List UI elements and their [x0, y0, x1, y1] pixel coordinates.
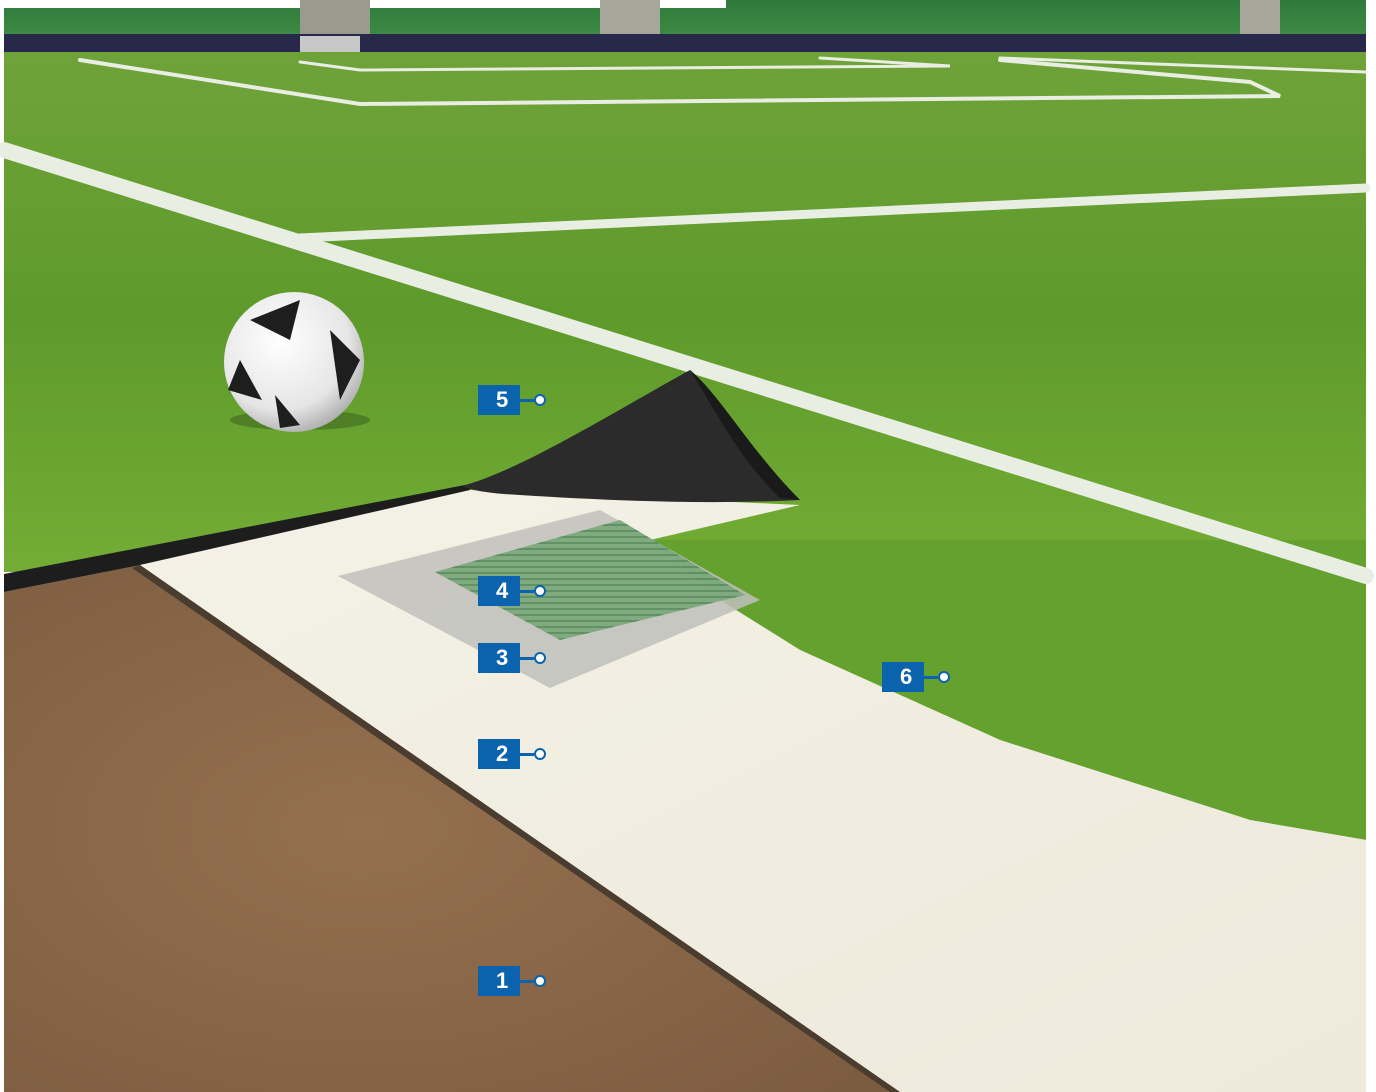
pointer-icon: [520, 748, 546, 760]
callout-number: 1: [478, 966, 520, 996]
pointer-icon: [924, 671, 950, 683]
callout-number: 5: [478, 385, 520, 415]
callout-3: 3: [478, 643, 546, 673]
pointer-icon: [520, 394, 546, 406]
pointer-icon: [520, 652, 546, 664]
callout-number: 6: [882, 662, 924, 692]
pointer-icon: [520, 585, 546, 597]
callout-4: 4: [478, 576, 546, 606]
callout-5: 5: [478, 385, 546, 415]
callout-2: 2: [478, 739, 546, 769]
stadium-stands: [4, 0, 1366, 54]
callout-6: 6: [882, 662, 950, 692]
callout-number: 2: [478, 739, 520, 769]
callout-number: 4: [478, 576, 520, 606]
callout-number: 3: [478, 643, 520, 673]
callout-1: 1: [478, 966, 546, 996]
pointer-icon: [520, 975, 546, 987]
